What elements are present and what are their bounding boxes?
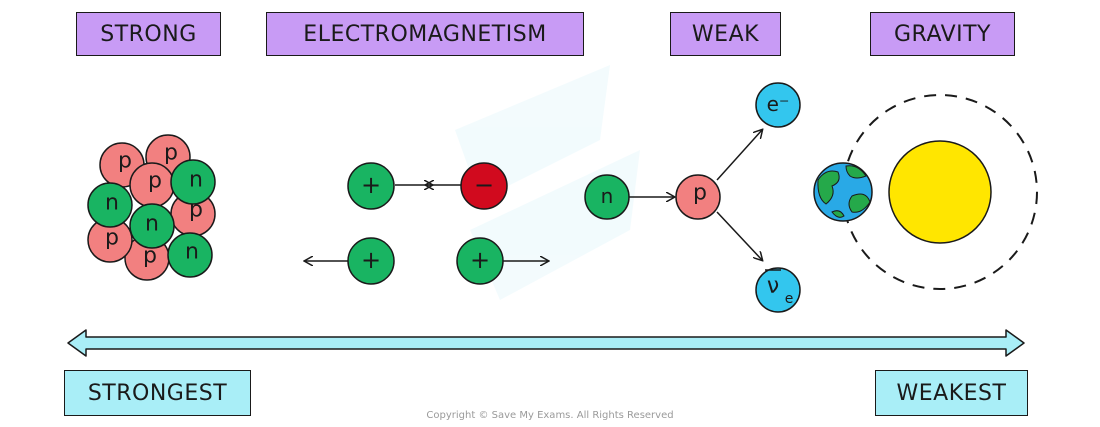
proton-label: p (164, 141, 178, 166)
gravity-force-label: GRAVITY (870, 12, 1015, 56)
neutron-label: n (105, 191, 119, 216)
proton-label: p (693, 181, 707, 206)
antineutrino-symbol: ν (767, 274, 779, 299)
proton-label: p (143, 244, 157, 269)
em-attraction: + − (347, 162, 508, 210)
sun (888, 140, 992, 244)
neutron-label: n (601, 184, 614, 208)
proton: p (129, 162, 175, 208)
positive-charge: + (347, 162, 395, 210)
antineutrino-subscript: e (785, 291, 794, 307)
neutron: n (129, 203, 175, 249)
neutron: n (87, 182, 133, 228)
antineutrino: ν e (755, 267, 801, 313)
weakest-label: WEAKEST (875, 370, 1028, 416)
weak-force-label: WEAK (670, 12, 781, 56)
positive-charge-label: + (361, 171, 381, 199)
positive-charge-label: + (470, 246, 490, 274)
beta-decay: n p e⁻ ν e (584, 82, 801, 313)
electron-arrow (716, 130, 762, 181)
proton-label: p (148, 169, 162, 194)
neutron: n (170, 159, 216, 205)
em-repulsion: + + (305, 237, 548, 285)
strength-scale-arrow (67, 329, 1025, 357)
proton: p (87, 217, 133, 263)
proton-label: p (118, 149, 132, 174)
electromagnetism-force-label: ELECTROMAGNETISM (266, 12, 584, 56)
nucleus: p p p p p p n n n n (87, 134, 216, 281)
neutron: n (167, 232, 213, 278)
negative-charge: − (460, 162, 508, 210)
strong-force-label: STRONG (76, 12, 221, 56)
electron: e⁻ (755, 82, 801, 128)
neutron: n (584, 174, 630, 220)
positive-charge: + (456, 237, 504, 285)
electron-label: e⁻ (767, 92, 790, 116)
copyright-notice: Copyright © Save My Exams. All Rights Re… (426, 410, 674, 421)
gravity-system (813, 94, 1038, 290)
negative-charge-label: − (474, 171, 494, 199)
earth (813, 162, 873, 222)
positive-charge: + (347, 237, 395, 285)
strongest-label: STRONGEST (64, 370, 251, 416)
neutron-label: n (145, 212, 159, 237)
proton: p (675, 174, 721, 220)
proton-label: p (105, 226, 119, 251)
positive-charge-label: + (361, 246, 381, 274)
neutron-label: n (185, 240, 199, 265)
neutron-label: n (189, 168, 203, 193)
antineutrino-arrow (716, 211, 762, 260)
